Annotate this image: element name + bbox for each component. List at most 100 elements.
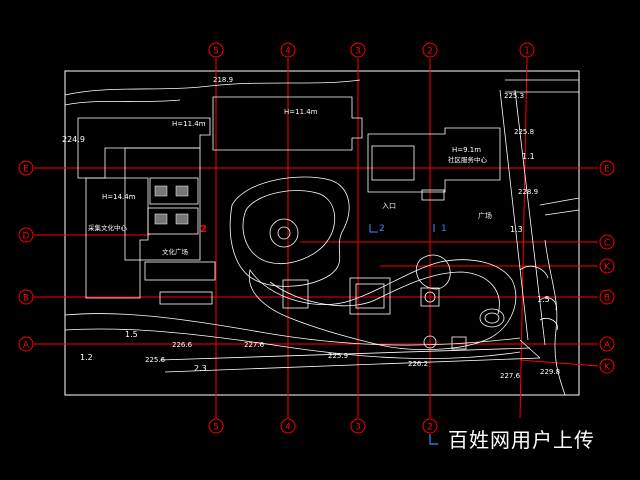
planting [539, 317, 558, 331]
dimension-label: 1.5 [125, 330, 138, 339]
elevation-label: 229.8 [540, 368, 560, 376]
axis-label-right-a: A [604, 341, 611, 351]
axis-label-right-k1: K [604, 263, 611, 273]
road-edge [164, 357, 541, 373]
filled-block [154, 185, 168, 197]
plaza-label: 广场 [478, 211, 492, 220]
building-outline [85, 177, 149, 299]
contour-line [64, 79, 361, 96]
axis-label-left-a: A [23, 341, 30, 351]
axis-label-top-1: 1 [524, 47, 530, 57]
bubble-right-e [599, 160, 615, 176]
bubble-left-b [18, 289, 34, 305]
park-path [248, 259, 517, 350]
section-marker-blue-2 [369, 224, 378, 233]
axis-label-top-3: 3 [355, 47, 361, 57]
section-marker-bracket [369, 224, 378, 233]
axis-label-right-b: B [604, 294, 610, 304]
park-path [269, 271, 500, 315]
drawing-frame [64, 70, 580, 396]
building-outline [421, 189, 445, 201]
building-outline [371, 145, 415, 181]
axis-label-left-d: D [23, 232, 30, 242]
central-circle [269, 218, 299, 248]
section-marker-blue-1-label: 1 [441, 224, 447, 234]
axis-label-bottom-2: 2 [427, 423, 433, 433]
watermark-bracket-icon [429, 434, 438, 445]
building-outline [159, 291, 213, 305]
road-edge [64, 328, 521, 359]
filled-block [175, 213, 189, 225]
elevation-label: 225.6 [145, 356, 166, 364]
bubble-right-c [599, 234, 615, 250]
building-block [147, 207, 199, 235]
building-outline [212, 96, 363, 151]
filled-blocks [154, 185, 189, 225]
elevation-label: 225.8 [514, 128, 534, 136]
axis-bubbles [18, 42, 615, 434]
bubble-top-4 [280, 42, 296, 58]
dimension-label: 1.2 [80, 353, 93, 362]
bubble-right-b [599, 289, 615, 305]
axis-label-top-4: 4 [285, 47, 291, 57]
elevation-label: 225.3 [504, 92, 524, 100]
dimension-label: 1.5 [537, 295, 550, 304]
building-outline [124, 147, 201, 261]
plaza-element [416, 254, 451, 290]
axis-label-right-c: C [604, 239, 610, 249]
culture-square-label: 文化广场 [162, 247, 189, 256]
filled-block [175, 185, 189, 197]
section-marker-red: 2 [200, 224, 207, 235]
entrance-label: 入口 [382, 202, 396, 210]
axis-label-right-e: E [604, 165, 610, 175]
bubble-left-e [18, 160, 34, 176]
linework [64, 79, 580, 396]
watermark: 百姓网用户上传 [448, 428, 595, 452]
bubble-left-a [18, 336, 34, 352]
bubble-right-k2 [599, 358, 615, 374]
culture-center-label: 采集文化中心 [88, 223, 128, 232]
elevation-label: 224.9 [62, 135, 85, 144]
community-center-label: 社区服务中心 [448, 155, 488, 164]
spiral-feature [479, 308, 505, 328]
elevation-label: 218.9 [213, 76, 233, 84]
plaza-element [355, 283, 385, 309]
dimension-label: 2.3 [194, 364, 207, 373]
road-edge [544, 239, 566, 396]
plaza-element [349, 277, 391, 315]
bubble-bottom-3 [350, 418, 366, 434]
building-height-label: H=11.4m [172, 120, 206, 128]
bubble-top-1 [519, 42, 535, 58]
elevation-label: 226.2 [408, 360, 428, 368]
planting [539, 297, 557, 311]
axis-label-bottom-3: 3 [355, 423, 361, 433]
road-edge [544, 209, 580, 216]
bubble-top-5 [208, 42, 224, 58]
building-height-label: H=9.1m [452, 146, 481, 154]
road-edge [519, 339, 541, 359]
building-height-label: H=11.4m [284, 108, 318, 116]
road-edge [539, 197, 580, 206]
axis-label-bottom-5: 5 [213, 423, 219, 433]
plaza-element [423, 335, 437, 349]
dimension-label: 1.1 [522, 152, 535, 161]
axis-label-top-2: 2 [427, 47, 433, 57]
axis-label-top-5: 5 [213, 47, 219, 57]
bubble-right-a [599, 336, 615, 352]
road-edge [499, 89, 529, 341]
elevation-label: 228.9 [518, 188, 538, 196]
plaza-element [282, 279, 309, 309]
elevation-label: 226.6 [172, 341, 193, 349]
park-outline [242, 190, 336, 264]
axis-labels: 5 4 3 2 1 5 4 3 2 E D B A E C K B A K [23, 47, 612, 433]
section-marker-blue-2-label: 2 [379, 224, 385, 234]
axis-label-left-e: E [23, 165, 29, 175]
building-block [149, 177, 199, 205]
road-edge [514, 89, 546, 346]
contour-line [64, 99, 181, 106]
bubble-bottom-4 [280, 418, 296, 434]
bubble-bottom-2 [422, 418, 438, 434]
text-labels: 218.9 225.3 225.8 228.9 224.9 226.6 227.… [62, 76, 560, 380]
axis-line-1 [519, 57, 528, 419]
